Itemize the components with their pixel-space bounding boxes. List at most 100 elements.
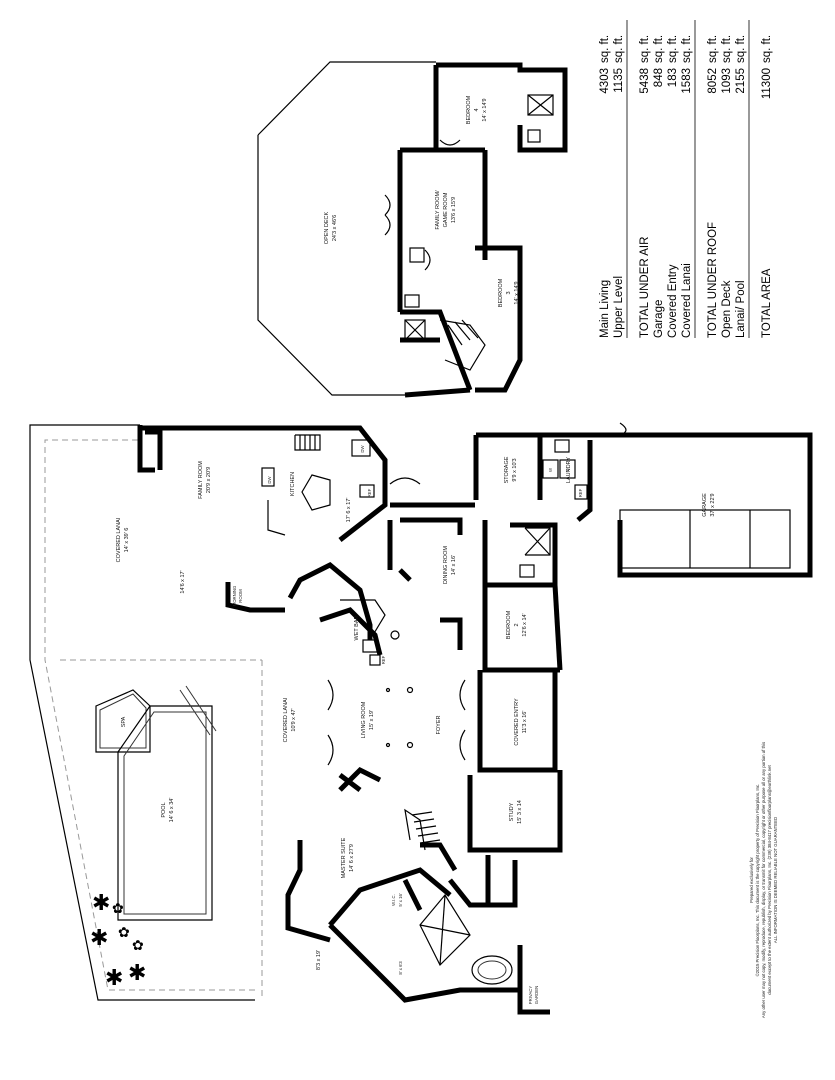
appliance-dw2: DW bbox=[360, 444, 365, 452]
dw-label: DW bbox=[267, 475, 272, 483]
spa bbox=[95, 689, 151, 753]
area-unit: sq. ft. bbox=[707, 35, 719, 63]
appliance-dw: DW bbox=[267, 475, 272, 483]
svg-text:✱: ✱ bbox=[90, 925, 108, 950]
svg-text:✿: ✿ bbox=[112, 900, 124, 916]
credits-line: Prepared exclusively for bbox=[749, 857, 754, 903]
room-label-dining-room: DINING ROOM 14' x 16' bbox=[443, 546, 457, 584]
covered-entry-dim: 11'3 x 16' bbox=[522, 711, 528, 734]
area-value: 1135 bbox=[613, 68, 625, 93]
pool-name: POOL bbox=[161, 802, 167, 817]
wic-dim: 5' x 16' bbox=[398, 893, 403, 907]
area-label: TOTAL UNDER AIR bbox=[639, 237, 651, 338]
area-value: 183 bbox=[667, 68, 679, 87]
area-unit: sq. ft. bbox=[639, 35, 651, 63]
room-label-morning-room: MORNING ROOM bbox=[232, 585, 243, 606]
room-label-kitchen: KITCHEN bbox=[290, 472, 296, 496]
bedroom4-dim: 14' x 14'9 bbox=[482, 98, 488, 121]
kitchen-name: KITCHEN bbox=[290, 472, 296, 496]
area-label: Main Living bbox=[599, 280, 611, 338]
bedroom3-dim: 14' x 14'9 bbox=[514, 281, 520, 304]
svg-text:✱: ✱ bbox=[128, 960, 146, 985]
room-label-bedroom3: BEDROOM 3 14' x 14'9 bbox=[498, 278, 520, 307]
room-label-living-room: LIVING ROOM 15' x 19' bbox=[361, 701, 375, 738]
ref2-label: REF bbox=[381, 655, 386, 664]
open-deck-dim: 24'3 x 46'6 bbox=[332, 215, 338, 241]
area-unit: sq. ft. bbox=[599, 35, 611, 63]
bedroom2-num: 2 bbox=[514, 623, 520, 626]
area-unit: sq. ft. bbox=[761, 35, 773, 63]
room-label-spa: SPA bbox=[121, 716, 127, 727]
room-label-garage: GARAGE 37' x 22'9 bbox=[702, 493, 716, 517]
area-unit: sq. ft. bbox=[613, 35, 625, 63]
garage-name: GARAGE bbox=[702, 493, 708, 517]
area-label: Open Deck bbox=[721, 280, 733, 338]
area-unit: sq. ft. bbox=[667, 35, 679, 63]
privacy-garden-name: PRIVACY bbox=[528, 986, 533, 1005]
area-group-3: TOTAL UNDER ROOF 8052 sq. ft. Open Deck … bbox=[707, 20, 750, 338]
plants: ✱ ✱ ✱ ✱ ✿ ✿ ✿ bbox=[90, 890, 146, 990]
area-unit: sq. ft. bbox=[681, 35, 693, 63]
living-room-dim: 15' x 19' bbox=[369, 710, 375, 730]
appliance-ref3: REF bbox=[578, 488, 583, 497]
covered-lanai-small-dim: 10'9 x 47' bbox=[291, 708, 297, 731]
room-label-laundry: LAUNDRY bbox=[566, 457, 572, 484]
room-label-open-deck: OPEN DECK 24'3 x 46'6 bbox=[324, 211, 338, 244]
area-value: 1093 bbox=[721, 68, 733, 94]
bedroom2-dim: 12'6 x 14' bbox=[522, 613, 528, 636]
area-unit: sq. ft. bbox=[735, 35, 747, 63]
appliance-dryer: D bbox=[565, 468, 570, 471]
room-label-foyer: FOYER bbox=[436, 716, 442, 735]
morning-room-name: MORNING bbox=[232, 585, 237, 606]
bedroom4-name: BEDROOM bbox=[466, 95, 472, 124]
dw2-label: DW bbox=[360, 444, 365, 452]
area-value: 1583 bbox=[681, 68, 693, 94]
room-label-bedroom4: BEDROOM 4 14' x 14'9 bbox=[466, 95, 488, 124]
dryer-label: D bbox=[565, 468, 570, 471]
laundry-name: LAUNDRY bbox=[566, 457, 572, 484]
room-label-privacy-garden: PRIVACY GARDEN bbox=[528, 986, 539, 1005]
study-dim: 15' 3 x 14 bbox=[517, 800, 523, 824]
living-room-name: LIVING ROOM bbox=[361, 701, 367, 738]
bedroom2-name: BEDROOM bbox=[506, 610, 512, 639]
area-label: Covered Lanai bbox=[681, 263, 693, 338]
room-label-bedroom2: BEDROOM 2 12'6 x 14' bbox=[506, 610, 528, 639]
area-unit: sq. ft. bbox=[653, 35, 665, 63]
area-label: TOTAL UNDER ROOF bbox=[707, 222, 719, 338]
room-label-covered-entry: COVERED ENTRY 11'3 x 16' bbox=[514, 698, 528, 746]
morning-room-dim: 14'6 x 17' bbox=[180, 570, 186, 593]
room-label-master-suite: MASTER SUITE 14' 6 x 27'9 bbox=[341, 837, 355, 878]
lanai-deck-outline bbox=[29, 424, 263, 1001]
svg-text:✱: ✱ bbox=[92, 890, 110, 915]
garage-dim: 37' x 22'9 bbox=[710, 493, 716, 516]
ref3-label: REF bbox=[578, 488, 583, 497]
area-value: 11300 bbox=[761, 68, 773, 99]
area-group-4: TOTAL AREA 11300 sq. ft. bbox=[761, 35, 773, 338]
credits-line: ©2015 Precision Floorplans, Inc. This do… bbox=[755, 784, 760, 977]
svg-text:✱: ✱ bbox=[105, 965, 123, 990]
area-label: Garage bbox=[653, 300, 665, 338]
room-label-covered-lanai-main: COVERED LANAI 14' x 39' 6 bbox=[116, 517, 130, 562]
bedroom4-num: 4 bbox=[474, 108, 480, 111]
morning-room-name2: ROOM bbox=[238, 589, 243, 603]
study-name: STUDY bbox=[509, 802, 515, 821]
covered-entry-name: COVERED ENTRY bbox=[514, 698, 520, 746]
bedroom3-num: 3 bbox=[506, 291, 512, 294]
room-label-study: STUDY 15' 3 x 14 bbox=[509, 800, 523, 824]
kitchen-dim: 17' 6 x 17' bbox=[346, 498, 352, 523]
privacy-garden-name2: GARDEN bbox=[534, 986, 539, 1004]
area-group-1: Main Living 4303 sq. ft. Upper Level 113… bbox=[599, 20, 628, 338]
area-value: 8052 bbox=[707, 68, 719, 94]
room-label-master-sitting: 8'3 x 19' bbox=[316, 950, 322, 970]
area-value: 5438 bbox=[639, 68, 651, 94]
appliance-washer: W bbox=[548, 467, 553, 472]
dining-room-dim: 14' x 16' bbox=[451, 555, 457, 575]
appliance-ref: REF bbox=[367, 488, 372, 497]
dining-room-name: DINING ROOM bbox=[443, 546, 449, 584]
area-label: Upper Level bbox=[613, 276, 625, 338]
room-label-kitchen-dim: 17' 6 x 17' bbox=[346, 498, 352, 523]
family-game-name: FAMILY ROOM/ bbox=[435, 190, 441, 230]
wet-bar-name: WET BAR bbox=[354, 615, 360, 640]
spa-name: SPA bbox=[121, 716, 127, 727]
